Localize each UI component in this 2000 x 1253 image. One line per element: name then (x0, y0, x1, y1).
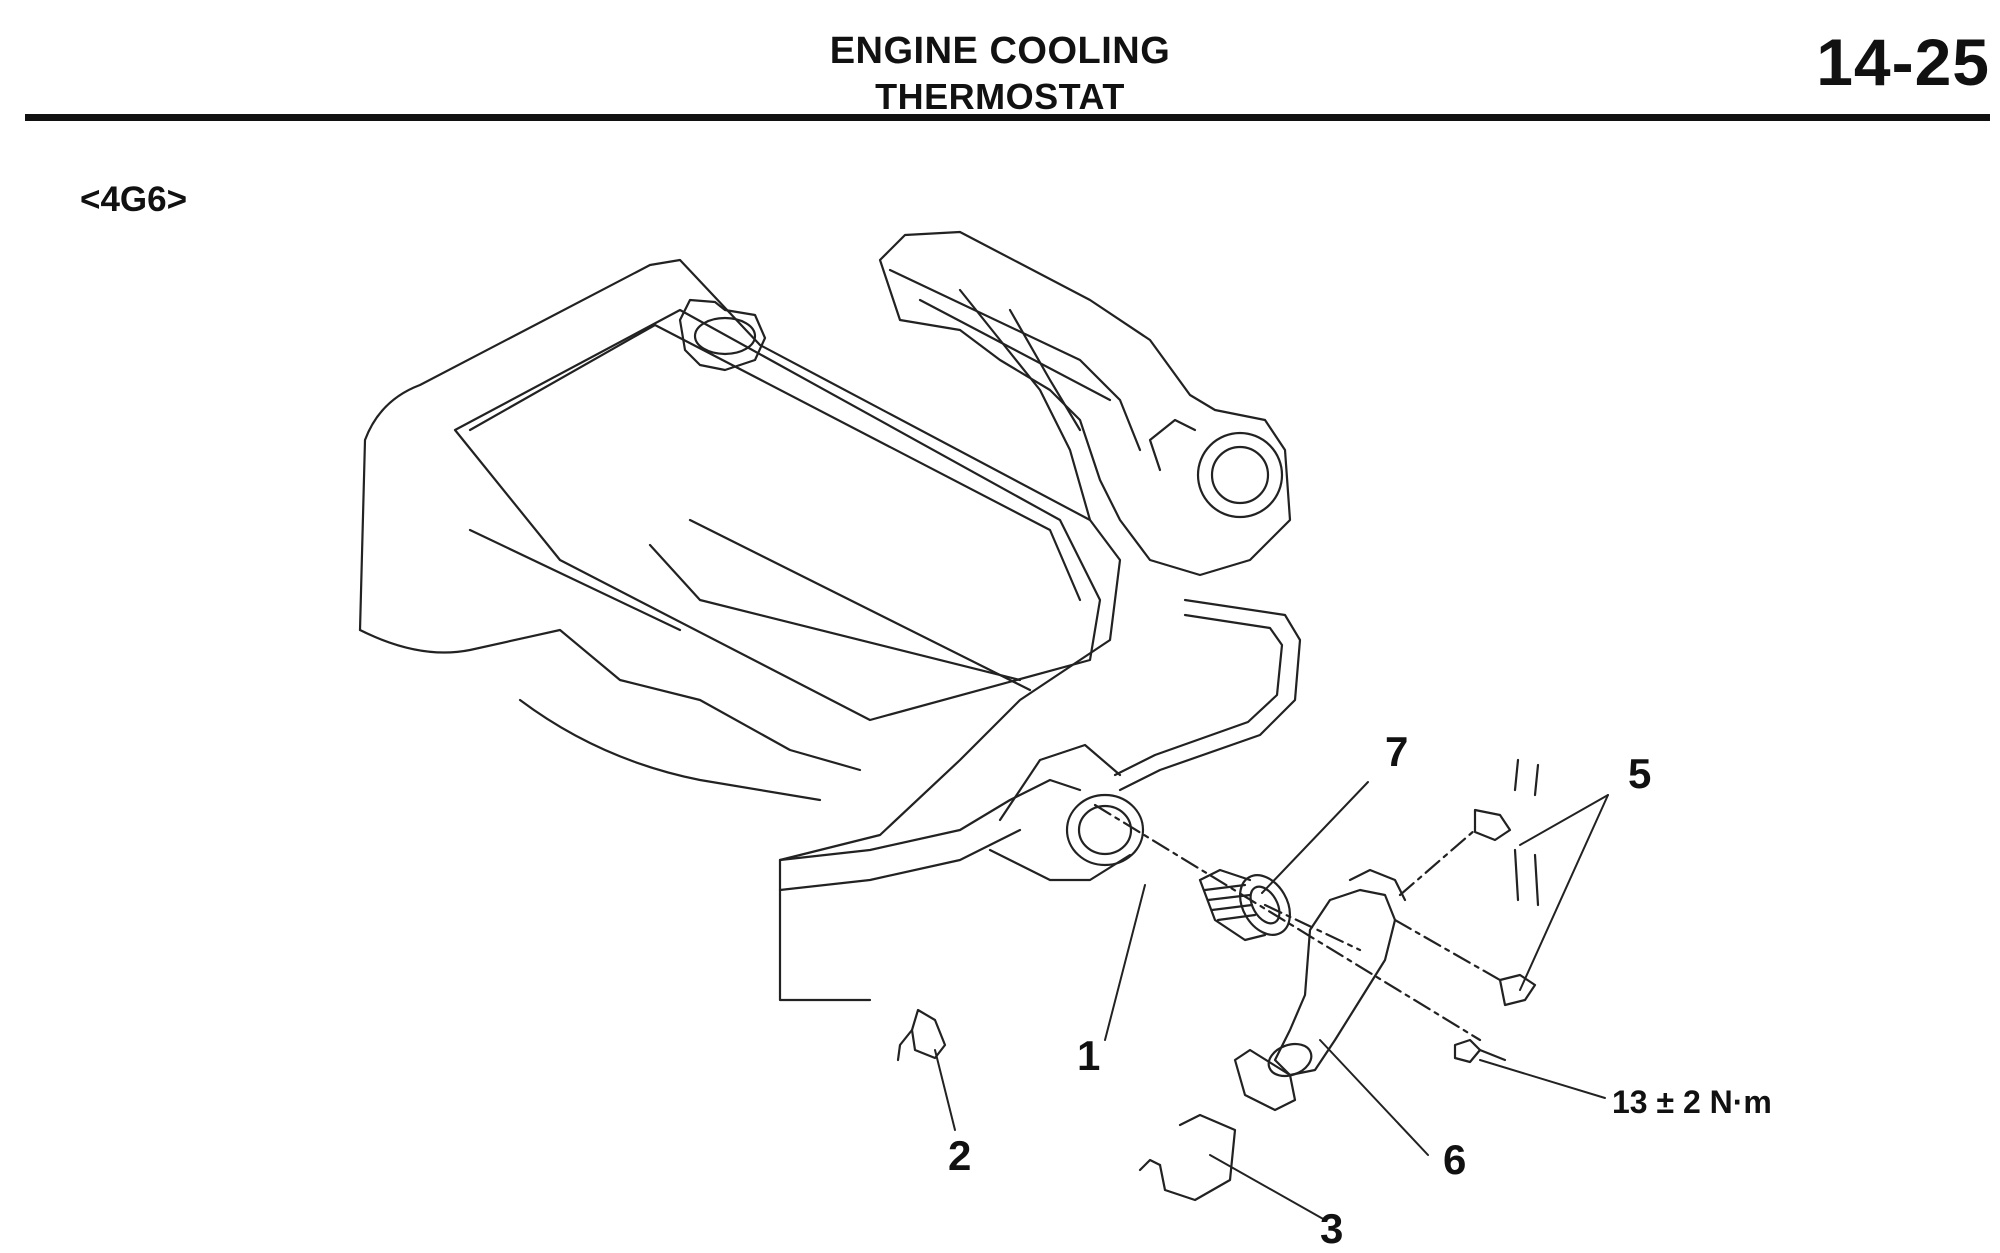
engine-variant-label: <4G6> (80, 180, 188, 219)
leader-6 (1319, 1039, 1429, 1156)
thermostat-part (1198, 868, 1291, 942)
leader-3 (1209, 1154, 1326, 1221)
leader-5b (1519, 794, 1609, 991)
subsection-title: THERMOSTAT (875, 76, 1125, 117)
assembly-lines (1093, 803, 1502, 1042)
leader-lines (934, 781, 1609, 1221)
callout-1: 1 (1077, 1032, 1101, 1079)
callout-3: 3 (1320, 1205, 1344, 1252)
header-rule (25, 114, 1990, 121)
water-inlet-fitting-part (1267, 868, 1407, 1078)
callout-6: 6 (1443, 1136, 1467, 1183)
leader-1 (1104, 884, 1146, 1041)
leader-5a (1519, 794, 1609, 846)
leader-torque (1479, 1059, 1606, 1099)
leader-7 (1261, 781, 1369, 894)
bracket-bolt-part (1453, 758, 1540, 1064)
engine-block-drawing (358, 230, 1302, 1062)
section-title: ENGINE COOLING (829, 30, 1171, 72)
leader-2 (934, 1049, 956, 1131)
torque-spec: 13 ± 2 N·m (1612, 1084, 1772, 1120)
callout-7: 7 (1385, 728, 1409, 775)
page-number: 14-25 (1816, 25, 1990, 99)
callout-2: 2 (948, 1132, 972, 1179)
callout-5: 5 (1628, 750, 1652, 797)
clamp-and-hose-part (1138, 1048, 1297, 1202)
